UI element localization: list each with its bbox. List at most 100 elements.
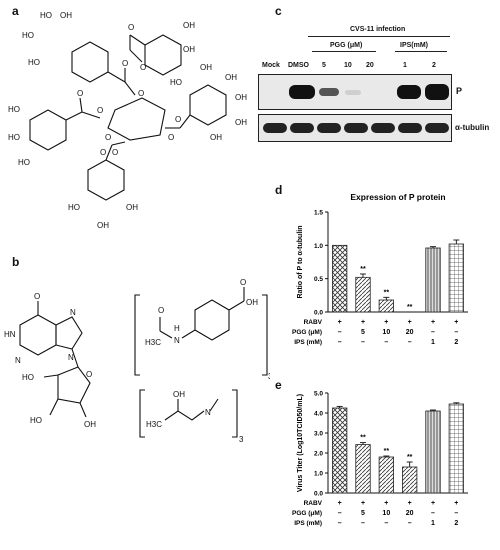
condition-cell: – <box>338 520 342 527</box>
struct-a-label: HO <box>68 203 80 212</box>
struct-a-label: HO <box>18 158 30 167</box>
bar <box>448 403 464 494</box>
condition-cell: – <box>361 520 365 527</box>
condition-cell: 2 <box>454 339 458 346</box>
struct-a-label: OH <box>183 21 195 30</box>
struct-b-label: N <box>205 408 211 417</box>
condition-cell: + <box>431 500 435 507</box>
band-p-pgg5 <box>319 88 339 96</box>
blot-infection-line <box>308 36 450 37</box>
struct-a-label: HO <box>170 78 182 87</box>
struct-a-label: OH <box>235 93 247 102</box>
bar <box>332 244 348 313</box>
condition-cell: + <box>431 319 435 326</box>
structure-b: O HN N N N HO O HO OH O H N H3C OH O 3 O… <box>4 278 270 444</box>
struct-a-label: OH <box>183 45 195 54</box>
condition-cell: – <box>384 339 388 346</box>
band-tub-mock <box>263 123 287 133</box>
blot-pgg-label: PGG (μM) <box>330 42 363 49</box>
condition-row-label: RABV <box>304 500 323 507</box>
y-axis-label: Ratio of P to α-tubulin <box>297 226 304 299</box>
struct-a-label: O <box>175 115 181 124</box>
struct-b-label: HO <box>30 416 42 425</box>
y-tick-label: 3.0 <box>314 431 323 438</box>
condition-cell: 10 <box>382 329 390 336</box>
condition-cell: + <box>361 319 365 326</box>
condition-row-label: IPS (mM) <box>294 339 322 346</box>
y-axis-label: Virus Titer (Log10TCID50/mL) <box>297 394 304 492</box>
condition-row-label: PGG (μM) <box>292 329 322 336</box>
condition-cell: + <box>384 500 388 507</box>
y-tick-label: 0.0 <box>314 491 323 498</box>
struct-a-label: HO <box>8 105 20 114</box>
band-tub-dmso <box>290 123 314 133</box>
condition-cell: + <box>338 500 342 507</box>
blot-lane-mock: Mock <box>262 62 280 69</box>
bar <box>425 410 441 494</box>
condition-cell: 10 <box>382 510 390 517</box>
struct-b-label: N <box>174 336 180 345</box>
condition-cell: 5 <box>361 510 365 517</box>
struct-b-label: O <box>34 292 40 301</box>
struct-a-label: OH <box>200 63 212 72</box>
band-p-pgg10 <box>345 90 361 95</box>
struct-a-label: HO <box>22 31 34 40</box>
bar <box>402 466 418 494</box>
band-tub-pgg20 <box>371 123 395 133</box>
condition-row-label: RABV <box>304 319 323 326</box>
struct-a-label: OH <box>126 203 138 212</box>
bar <box>332 407 348 494</box>
condition-cell: – <box>338 510 342 517</box>
struct-b-label: N <box>15 356 21 365</box>
structure-a: OH HO HO OH OH HO HO OH O O O O O O O O … <box>8 11 247 230</box>
blot-row2-label: α-tubulin <box>455 123 490 132</box>
struct-b-label: O <box>86 370 92 379</box>
significance-label: ** <box>360 266 366 273</box>
condition-cell: + <box>361 500 365 507</box>
bar <box>448 243 464 313</box>
band-p-dmso <box>289 85 315 99</box>
struct-a-label: OH <box>97 221 109 230</box>
condition-cell: + <box>408 500 412 507</box>
condition-cell: – <box>431 329 435 336</box>
struct-a-label: O <box>128 23 134 32</box>
blot-lane-ips1: 1 <box>403 62 407 69</box>
bar <box>355 444 371 494</box>
panel-label-d: d <box>275 183 283 197</box>
panel-label-c: c <box>275 4 282 18</box>
y-tick-label: 4.0 <box>314 411 323 418</box>
band-tub-pgg5 <box>317 123 341 133</box>
struct-a-label: HO <box>8 133 20 142</box>
struct-a-label: OH <box>60 11 72 20</box>
struct-a-label: HO <box>40 11 52 20</box>
blot-ips-line <box>395 51 447 52</box>
struct-b-label: N <box>70 308 76 317</box>
blot-row-p <box>258 74 452 110</box>
condition-cell: – <box>361 339 365 346</box>
significance-label: ** <box>384 448 390 455</box>
band-tub-ips1 <box>398 123 422 133</box>
struct-a-label: O <box>105 133 111 142</box>
struct-a-label: O <box>77 89 83 98</box>
condition-cell: 1 <box>431 520 435 527</box>
band-p-ips2 <box>425 84 449 100</box>
panel-label-b: b <box>12 255 20 269</box>
struct-a-label: OH <box>210 133 222 142</box>
condition-cell: + <box>338 319 342 326</box>
struct-a-label: O <box>100 148 106 157</box>
y-tick-label: 5.0 <box>314 391 323 398</box>
y-tick-label: 1.5 <box>314 210 323 217</box>
band-tub-ips2 <box>425 123 449 133</box>
condition-cell: – <box>384 520 388 527</box>
condition-cell: – <box>408 339 412 346</box>
band-p-ips1 <box>397 85 421 99</box>
condition-cell: – <box>338 339 342 346</box>
condition-cell: – <box>431 510 435 517</box>
condition-cell: 2 <box>454 520 458 527</box>
condition-cell: 20 <box>406 510 414 517</box>
condition-cell: + <box>454 500 458 507</box>
significance-label: ** <box>407 454 413 461</box>
struct-b-label: 3 <box>239 435 244 444</box>
struct-b-label: H3C <box>146 420 162 429</box>
